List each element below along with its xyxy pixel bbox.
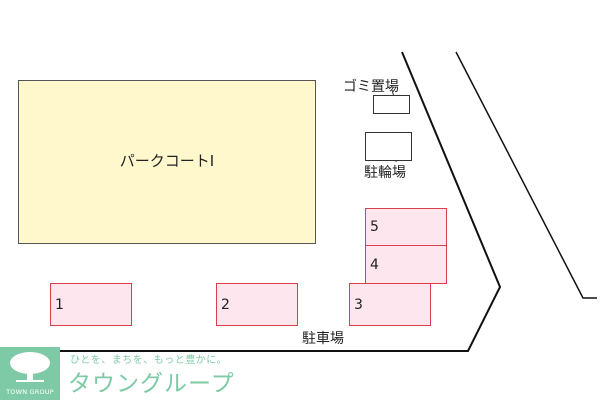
slot-number: 2 [221, 296, 230, 313]
bicycle-parking-label: 駐輪場 [364, 165, 406, 181]
slot-number: 3 [354, 296, 363, 313]
brand-tagline: ひとを、まちを、もっと豊かに。 [70, 355, 228, 366]
slot-number: 5 [370, 219, 379, 235]
tree-icon [10, 352, 50, 382]
building-park-court: パークコートⅠ [18, 80, 316, 244]
parking-slot-5: 5 [365, 208, 447, 246]
logo-text: TOWN GROUP [6, 388, 54, 396]
slot-number: 1 [55, 296, 64, 313]
brand-name: タウングループ [68, 371, 235, 397]
parking-slot-2: 2 [216, 283, 298, 326]
parking-slot-1: 1 [50, 283, 132, 326]
parking-slot-3: 3 [349, 283, 431, 326]
garbage-area [373, 95, 410, 114]
slot-number: 4 [370, 256, 379, 273]
building-label: パークコートⅠ [119, 151, 215, 170]
parking-slot-4: 4 [365, 245, 447, 284]
parking-label: 駐車場 [302, 331, 344, 347]
garbage-area-label: ゴミ置場 [343, 79, 399, 95]
bicycle-parking [365, 132, 412, 161]
town-group-logo: TOWN GROUP [0, 347, 60, 400]
